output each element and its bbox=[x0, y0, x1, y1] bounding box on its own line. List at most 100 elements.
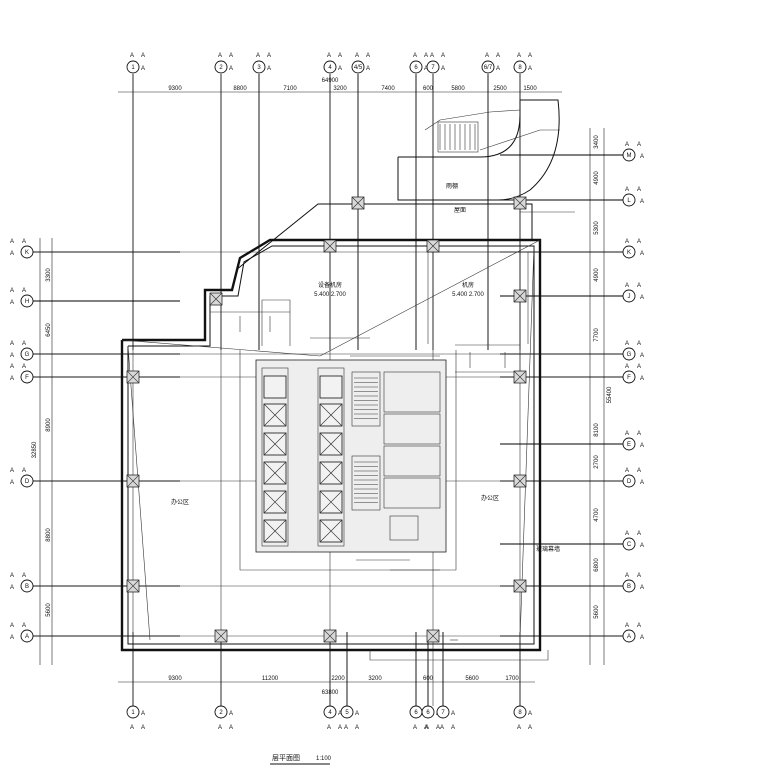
grid-tag: A bbox=[22, 364, 26, 370]
grid-tag: A bbox=[256, 53, 260, 59]
grid-tag: A bbox=[640, 635, 644, 641]
elevator-shafts bbox=[263, 375, 343, 543]
elevator-mark bbox=[319, 490, 343, 514]
dim-right-value: 4900 bbox=[594, 268, 600, 282]
grid-bubble-left: B bbox=[20, 579, 34, 593]
dim-right-value: 6800 bbox=[594, 558, 600, 572]
grid-tag: A bbox=[338, 66, 342, 72]
grid-tag: A bbox=[637, 187, 641, 193]
grid-bubble-right: C bbox=[622, 537, 636, 551]
grid-tag: A bbox=[338, 53, 342, 59]
dim-right-value: 5600 bbox=[594, 605, 600, 619]
grid-tag: A bbox=[10, 300, 14, 306]
room-top-right: 机房 bbox=[462, 281, 474, 289]
column-mark bbox=[209, 292, 223, 306]
grid-bubble-label: 2 bbox=[219, 65, 223, 71]
dim-top-value: 5800 bbox=[451, 86, 465, 92]
column-mark bbox=[351, 196, 365, 210]
grid-tag: A bbox=[218, 53, 222, 59]
grid-tag: A bbox=[640, 353, 644, 359]
grid-tag: A bbox=[441, 66, 445, 72]
elevator-shaft bbox=[319, 375, 343, 399]
dim-left-value: 5600 bbox=[46, 603, 52, 617]
grid-tag: A bbox=[267, 53, 271, 59]
grid-tag: A bbox=[229, 725, 233, 731]
dim-left-value: 3300 bbox=[46, 268, 52, 282]
grid-tag: A bbox=[637, 142, 641, 148]
column-mark bbox=[426, 239, 440, 253]
dim-top-value: 7400 bbox=[381, 86, 395, 92]
roof-structure: 雨棚 屋面 bbox=[235, 99, 575, 271]
grid-tag: A bbox=[640, 376, 644, 382]
grid-tag: A bbox=[637, 239, 641, 245]
grid-tag: A bbox=[637, 431, 641, 437]
grid-bubble-right: D bbox=[622, 474, 636, 488]
grid-tag: A bbox=[485, 53, 489, 59]
grid-tag: A bbox=[10, 623, 14, 629]
elevator-mark bbox=[319, 461, 343, 485]
dim-left-value: 6450 bbox=[46, 323, 52, 337]
grid-bubble-label: J bbox=[628, 294, 631, 300]
grid-tag: A bbox=[637, 623, 641, 629]
grid-tag: A bbox=[640, 154, 644, 160]
grid-tag: A bbox=[625, 531, 629, 537]
grid-tag: A bbox=[10, 288, 14, 294]
grid-bubble-right: K bbox=[622, 245, 636, 259]
grid-bubble-left: D bbox=[20, 474, 34, 488]
drawing-scale: 1:100 bbox=[316, 756, 332, 762]
grid-tag: A bbox=[440, 725, 444, 731]
elevator-mark bbox=[319, 519, 343, 543]
dim-left-value: 8900 bbox=[46, 418, 52, 432]
grid-tag: A bbox=[10, 480, 14, 486]
grid-tag: A bbox=[640, 480, 644, 486]
grid-bubble-top: 1 bbox=[126, 60, 140, 74]
grid-bubble-left: H bbox=[20, 294, 34, 308]
grid-tag: A bbox=[229, 66, 233, 72]
dim-bottom-value: 600 bbox=[423, 676, 434, 682]
dim-top-value: 9300 bbox=[168, 86, 182, 92]
grid-bubble-top: 6 bbox=[409, 60, 423, 74]
dim-right-total: 55400 bbox=[607, 386, 613, 403]
grid-tag: A bbox=[22, 623, 26, 629]
grid-bubble-label: 7 bbox=[431, 65, 435, 71]
room-top-left-sub: 5.400 2.700 bbox=[314, 292, 346, 298]
grid-tag: A bbox=[10, 573, 14, 579]
dim-top-value: 600 bbox=[423, 86, 434, 92]
grid-tag: A bbox=[625, 623, 629, 629]
grid-tag: A bbox=[355, 53, 359, 59]
grid-tag: A bbox=[22, 239, 26, 245]
grid-tag: A bbox=[355, 725, 359, 731]
elevator-mark bbox=[263, 403, 287, 427]
grid-bubble-label: B bbox=[25, 584, 29, 590]
grid-tag: A bbox=[10, 353, 14, 359]
grid-tag: A bbox=[355, 711, 359, 717]
grid-tag: A bbox=[425, 725, 429, 731]
grid-bubble-top: 4 bbox=[323, 60, 337, 74]
grid-bubble-right: J bbox=[622, 289, 636, 303]
grid-bubble-bottom: 4 bbox=[323, 705, 337, 719]
dim-top-value: 3200 bbox=[333, 86, 347, 92]
grid-tag: A bbox=[229, 711, 233, 717]
elevator-mark bbox=[263, 519, 287, 543]
grid-tag: A bbox=[141, 66, 145, 72]
grid-bubble-left: K bbox=[20, 245, 34, 259]
grid-bubble-label: 6 bbox=[414, 65, 418, 71]
grid-tag: A bbox=[10, 341, 14, 347]
grid-tag: A bbox=[625, 283, 629, 289]
column-mark bbox=[426, 629, 440, 643]
grid-tag: A bbox=[218, 725, 222, 731]
grid-tag: A bbox=[327, 53, 331, 59]
grid-bubble-bottom: 5 bbox=[340, 705, 354, 719]
dim-right-value: 4900 bbox=[594, 171, 600, 185]
grid-tag: A bbox=[625, 142, 629, 148]
grid-tag: A bbox=[625, 341, 629, 347]
column-mark bbox=[126, 474, 140, 488]
grid-tag: A bbox=[625, 187, 629, 193]
grid-bubble-label: L bbox=[627, 198, 631, 204]
grid-tag: A bbox=[517, 53, 521, 59]
grid-bubble-bottom: 1 bbox=[126, 705, 140, 719]
elevator-mark bbox=[319, 403, 343, 427]
grid-tag: A bbox=[640, 443, 644, 449]
